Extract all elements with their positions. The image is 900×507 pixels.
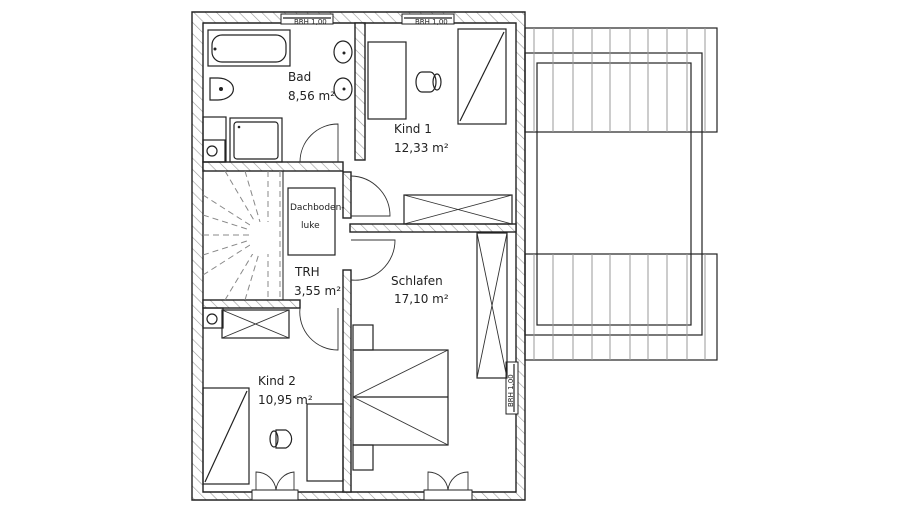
room-bad: Bad 8,56 m² [288, 70, 335, 103]
washing-machine [202, 116, 227, 163]
double-bed [352, 324, 449, 471]
wardrobe-kind1 [403, 194, 513, 225]
desk-kind2 [269, 403, 344, 482]
door-bad [299, 123, 339, 163]
window-label: BRH 1,00 [415, 18, 448, 26]
wardrobe-kind2 [202, 307, 290, 339]
room-trh: TRH 3,55 m² [294, 265, 341, 298]
svg-text:luke: luke [301, 221, 320, 231]
interior-walls [202, 22, 517, 493]
washbasins [333, 40, 353, 101]
window-label: BRH 1,00 [294, 18, 327, 26]
bathtub [207, 29, 291, 67]
door-kind2-balcony [251, 471, 299, 501]
room-area: 17,10 m² [394, 292, 449, 306]
window-schlafen-side: BRH 1,00 [505, 361, 519, 415]
room-area: 3,55 m² [294, 284, 341, 298]
room-name: Kind 1 [394, 122, 432, 136]
window-bad: BRH 1,00 [280, 13, 334, 26]
room-kind2: Kind 2 10,95 m² [258, 374, 313, 407]
room-kind1: Kind 1 12,33 m² [394, 122, 449, 155]
window-label: BRH 1,00 [507, 374, 515, 407]
room-name: Schlafen [391, 274, 443, 288]
staircase [202, 170, 284, 301]
room-area: 8,56 m² [288, 89, 335, 103]
shower [229, 117, 283, 163]
door-kind1 [350, 175, 391, 217]
room-area: 12,33 m² [394, 141, 449, 155]
door-kind2 [299, 307, 339, 351]
window-kind1: BRH 1,00 [401, 13, 455, 26]
exterior-stair-structure [524, 27, 718, 361]
room-schlafen: Schlafen 17,10 m² [391, 274, 449, 306]
room-name: TRH [294, 265, 320, 279]
room-area: 10,95 m² [258, 393, 313, 407]
room-name: Bad [288, 70, 311, 84]
room-name: Kind 2 [258, 374, 296, 388]
attic-hatch: Dachboden- luke [287, 187, 345, 256]
bed-kind1 [457, 28, 507, 125]
bed-kind2 [202, 387, 250, 485]
door-schlafen-balcony [423, 471, 473, 501]
door-schlafen [350, 239, 396, 281]
bidet [209, 77, 234, 101]
wardrobe-schlafen [476, 232, 508, 379]
svg-text:Dachboden-: Dachboden- [290, 203, 345, 213]
desk-kind1 [367, 41, 442, 120]
